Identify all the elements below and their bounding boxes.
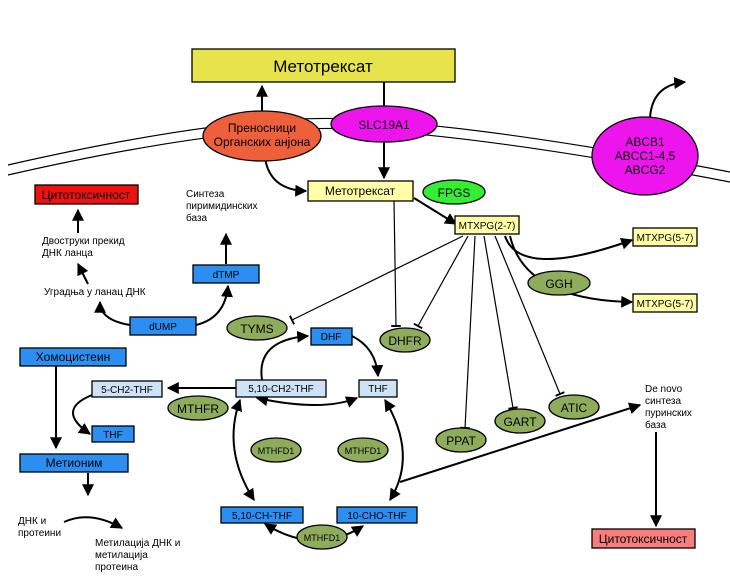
mthfd1-label-right: MTHFD1: [345, 446, 382, 456]
slc19a1-node: SLC19A1: [330, 105, 438, 143]
ggh-node: GGH: [527, 270, 591, 296]
gart-label: GART: [503, 415, 537, 429]
pyrimidine-line2: пиримидинских: [186, 201, 258, 212]
ppat-node: PPAT: [435, 427, 487, 453]
5-ch2-thf-box: 5-CH2-THF: [91, 380, 163, 398]
dtmp-box: dTMP: [192, 264, 260, 284]
dhf-label: DHF: [321, 332, 342, 343]
dhfr-label: DHFR: [388, 334, 422, 348]
atic-node: ATIC: [548, 394, 600, 420]
5-10-ch2-thf-label: 5,10-CH2-THF: [248, 384, 314, 395]
methotrexate-inner-label: Метотрексат: [325, 184, 396, 198]
homocysteine-box: Хомоцистеин: [19, 347, 127, 367]
dna-proteins-line2: протеини: [18, 528, 61, 539]
mtxpg-2-7-box: MTXPG(2-7): [454, 215, 520, 235]
mthfd1-node-left: MTHFD1: [250, 437, 302, 463]
abc-label-line3: ABCG2: [625, 163, 666, 177]
connectors: [50, 77, 687, 542]
mtxpg-2-7-label: MTXPG(2-7): [459, 221, 516, 232]
atic-label: ATIC: [561, 401, 588, 415]
cytotoxicity-right-label: Цитотоксичност: [599, 532, 688, 546]
methionine-label: Метионим: [46, 456, 103, 470]
incorporation-label: Уградња у ланац ДНК: [44, 287, 146, 298]
dtmp-label: dTMP: [213, 270, 240, 281]
slc19a1-label: SLC19A1: [358, 118, 410, 132]
ppat-label: PPAT: [446, 434, 476, 448]
tyms-label: TYMS: [240, 322, 273, 336]
homocysteine-label: Хомоцистеин: [36, 350, 110, 364]
abc-label-line2: ABCC1-4,5: [615, 149, 676, 163]
mthfd1-node-bottom: MTHFD1: [296, 524, 348, 550]
cytotoxicity-left-label: Цитотоксичност: [42, 188, 131, 202]
purine-line2: синтеза: [645, 396, 682, 407]
mtxpg-5-7-label-upper: MTXPG(5-7): [637, 233, 694, 244]
purine-line1: De novo: [645, 384, 683, 395]
5-10-ch-thf-label: 5,10-CH-THF: [232, 511, 292, 522]
ggh-label: GGH: [545, 277, 572, 291]
thf-left-box: THF: [91, 425, 135, 443]
dump-label: dUMP: [149, 322, 177, 333]
10-cho-thf-box: 10-CHO-THF: [336, 506, 418, 524]
methylation-line2: метилација: [95, 550, 148, 561]
methionine-box: Метионим: [19, 453, 129, 473]
mthfd1-label-left: MTHFD1: [258, 446, 295, 456]
10-cho-thf-label: 10-CHO-THF: [347, 511, 406, 522]
5-ch2-thf-label: 5-CH2-THF: [101, 385, 153, 396]
gart-node: GART: [494, 408, 546, 434]
abc-label-line1: ABCB1: [625, 135, 665, 149]
fpgs-node: FPGS: [422, 179, 486, 205]
methotrexate-title-label: Метотрексат: [273, 57, 373, 76]
thf-left-label: THF: [103, 430, 122, 441]
tyms-node: TYMS: [226, 315, 288, 341]
fpgs-label: FPGS: [438, 186, 471, 200]
5-10-ch2-thf-box: 5,10-CH2-THF: [235, 379, 327, 398]
mtxpg-5-7-box-lower: MTXPG(5-7): [632, 293, 698, 313]
cytotoxicity-right-box: Цитотоксичност: [591, 528, 696, 549]
mthfd1-node-right: MTHFD1: [337, 437, 389, 463]
purine-line3: пуринских: [645, 408, 692, 419]
5-10-ch-thf-box: 5,10-CH-THF: [220, 506, 304, 524]
transporters-label-line2: Органских анјона: [214, 135, 311, 149]
dna-proteins-line1: ДНК и: [18, 516, 46, 527]
methylation-line3: протеина: [95, 562, 138, 573]
cytotoxicity-left-box: Цитотоксичност: [34, 184, 139, 205]
mtxpg-5-7-label-lower: MTXPG(5-7): [637, 299, 694, 310]
mthfd1-label-bottom: MTHFD1: [304, 533, 341, 543]
transporters-label-line1: Преносници: [228, 121, 296, 135]
abc-transporters-node: ABCB1 ABCC1-4,5 ABCG2: [591, 116, 699, 196]
dhfr-node: DHFR: [379, 327, 431, 353]
mthfr-label: MTHFR: [177, 402, 219, 416]
pyrimidine-line1: Синтеза: [186, 189, 225, 200]
dhf-box: DHF: [310, 327, 353, 346]
organic-anion-transporters-node: Преносници Органских анјона: [202, 110, 322, 162]
purine-line4: база: [645, 419, 667, 431]
thf-right-box: THF: [358, 379, 398, 398]
mtxpg-5-7-box-upper: MTXPG(5-7): [632, 227, 698, 247]
methotrexate-inner-box: Метотрексат: [307, 180, 414, 202]
methylation-line1: Метилација ДНК и: [95, 538, 180, 549]
methotrexate-title-box: Метотрексат: [191, 48, 456, 83]
double-break-line2: ДНК ланца: [42, 248, 93, 259]
pyrimidine-line3: база: [186, 212, 208, 224]
double-break-line1: Двоструки прекид: [42, 236, 125, 247]
thf-right-label: THF: [368, 384, 387, 395]
dump-box: dUMP: [129, 316, 197, 336]
mthfr-node: MTHFR: [167, 395, 229, 421]
